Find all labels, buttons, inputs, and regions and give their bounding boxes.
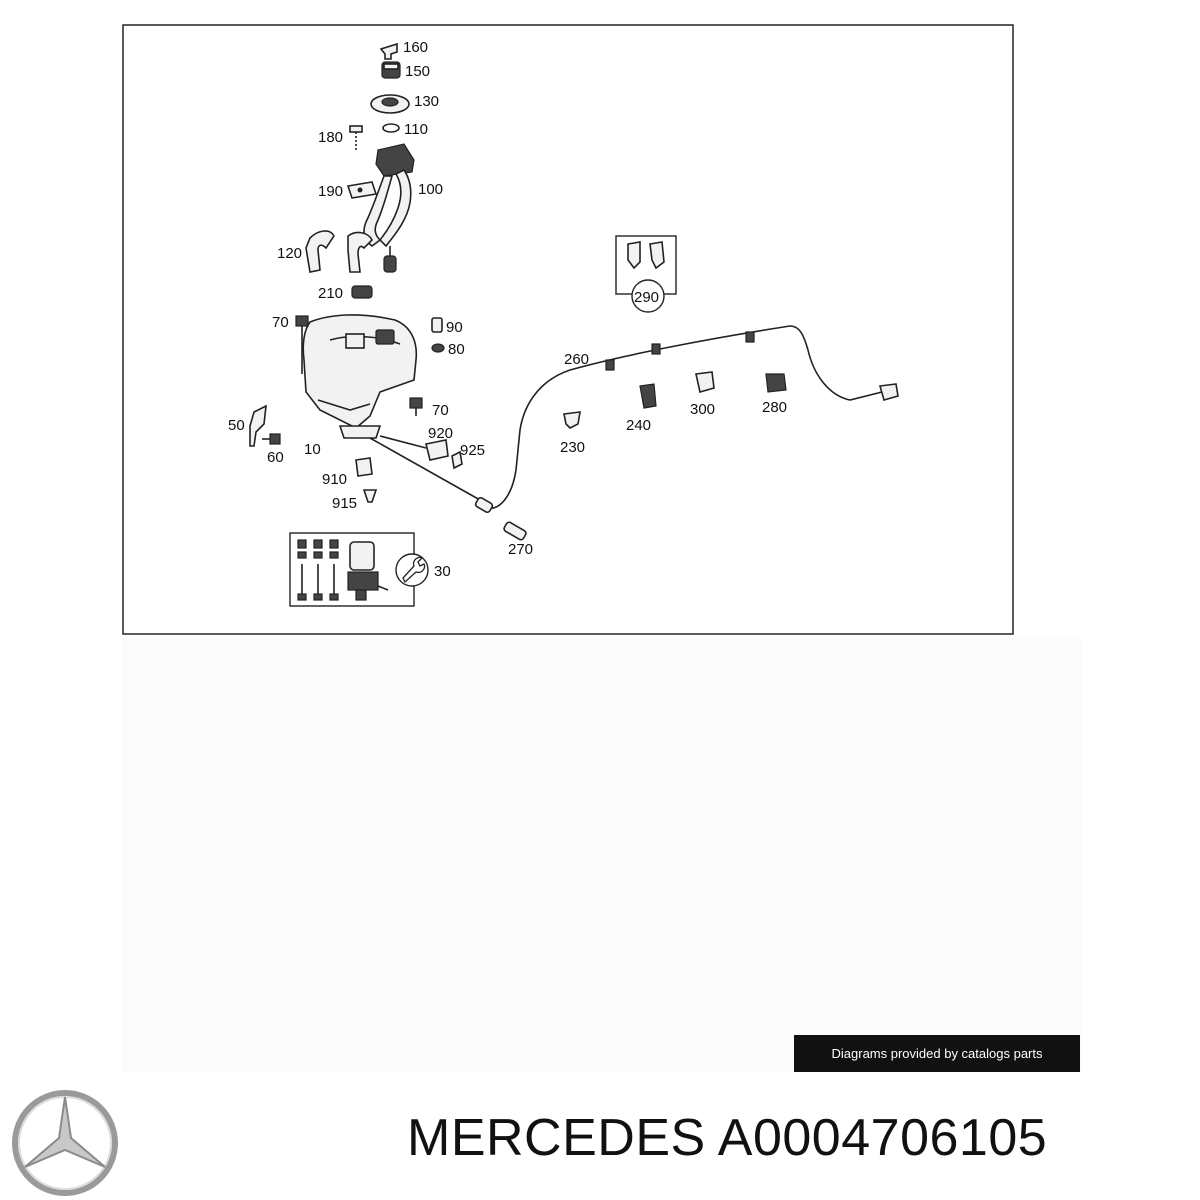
part-210-clamp [351, 285, 373, 299]
label-230: 230 [560, 439, 585, 456]
label-110: 110 [404, 121, 428, 138]
label-180: 180 [318, 129, 343, 146]
label-100: 100 [418, 181, 443, 198]
part-230-clip [563, 411, 581, 429]
label-130: 130 [414, 93, 439, 110]
part-30-pump-kit [289, 532, 415, 607]
label-70a: 70 [272, 314, 289, 331]
part-270-sleeve [503, 521, 527, 541]
part-925-valve [451, 450, 463, 470]
part-290-clip-set [615, 235, 677, 313]
label-210: 210 [318, 285, 343, 302]
part-120-hose [305, 230, 373, 273]
part-50-bracket [249, 404, 267, 447]
label-160: 160 [403, 39, 428, 56]
part-70-bolt [295, 315, 309, 374]
part-915-nozzle [362, 489, 378, 503]
label-70b: 70 [432, 402, 449, 419]
label-270: 270 [508, 541, 533, 558]
mercedes-star-icon [12, 1090, 118, 1196]
part-300-holder [695, 371, 715, 394]
label-80: 80 [448, 341, 465, 358]
label-60: 60 [267, 449, 284, 466]
label-240: 240 [626, 417, 651, 434]
label-120: 120 [277, 245, 302, 262]
part-80-grommet [431, 343, 445, 353]
label-280: 280 [762, 399, 787, 416]
label-300: 300 [690, 401, 715, 418]
part-260-hose-line [369, 325, 899, 514]
part-240-holder [639, 383, 657, 409]
part-150-cap [381, 61, 401, 79]
label-190: 190 [318, 183, 343, 200]
diagram-background [121, 636, 1081, 1072]
label-90: 90 [446, 319, 463, 336]
label-925: 925 [460, 442, 485, 459]
label-290: 290 [634, 289, 659, 306]
label-150: 150 [405, 63, 430, 80]
wrench-icon [395, 553, 429, 587]
label-30: 30 [434, 563, 451, 580]
part-60-screw [262, 433, 281, 445]
part-90-sensor [431, 317, 443, 333]
diagram-frame [122, 24, 1014, 635]
label-910: 910 [322, 471, 347, 488]
page-title: MERCEDES A0004706105 [407, 1109, 1048, 1167]
label-10: 10 [304, 441, 321, 458]
part-110-oring [382, 123, 400, 133]
label-915: 915 [332, 495, 357, 512]
part-70-bolt-lower [409, 397, 423, 416]
part-180-screw [349, 125, 363, 150]
part-190-bracket [346, 181, 378, 199]
part-100-filler-neck [363, 143, 415, 273]
label-920: 920 [428, 425, 453, 442]
part-160-clip [379, 42, 398, 60]
part-10-reservoir [302, 314, 418, 439]
part-920-pump [379, 435, 449, 461]
label-260: 260 [564, 351, 589, 368]
label-50: 50 [228, 417, 245, 434]
part-130-seal [370, 94, 410, 114]
diagram-credit-badge: Diagrams provided by catalogs parts [794, 1035, 1080, 1072]
part-280-holder [765, 373, 787, 393]
part-910-connector [355, 457, 373, 477]
